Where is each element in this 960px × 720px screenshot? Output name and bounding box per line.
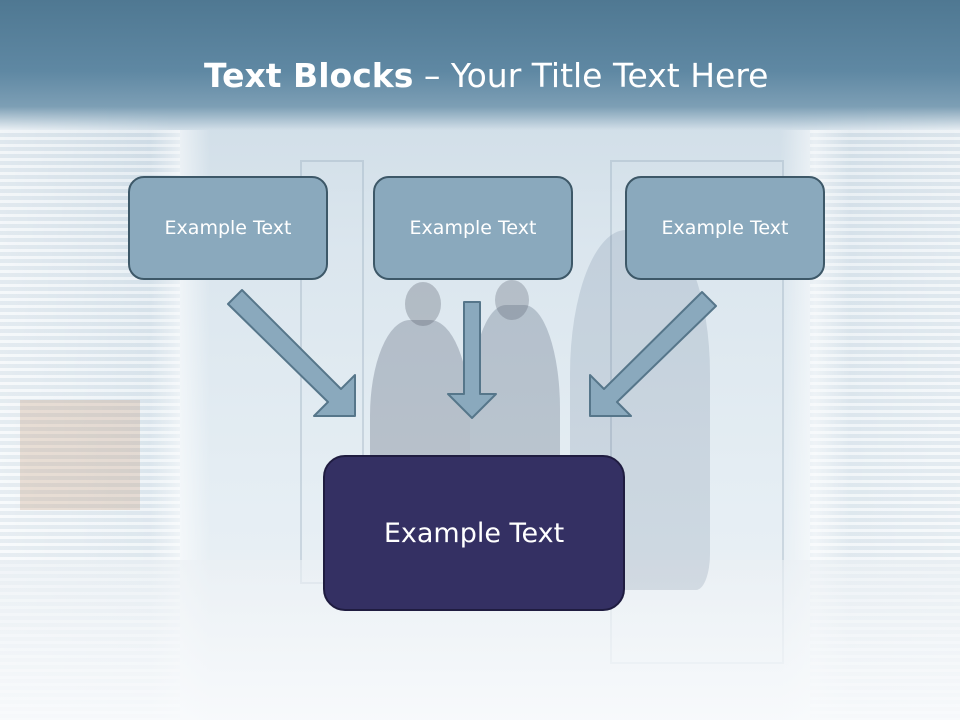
- person-head: [405, 282, 441, 326]
- text-block-3-label: Example Text: [661, 217, 789, 239]
- text-block-1-label: Example Text: [164, 217, 292, 239]
- text-block-3[interactable]: Example Text: [625, 176, 825, 280]
- title-rest: – Your Title Text Here: [413, 56, 769, 95]
- title-bar: [0, 0, 960, 130]
- slide-title: Text Blocks – Your Title Text Here: [204, 52, 768, 100]
- target-text-block-label: Example Text: [383, 517, 565, 549]
- arrow-center: [447, 301, 497, 419]
- arrow-right: [589, 291, 717, 417]
- title-bold: Text Blocks: [204, 56, 414, 95]
- background-panel: [20, 400, 140, 510]
- text-block-2-label: Example Text: [409, 217, 537, 239]
- text-block-1[interactable]: Example Text: [128, 176, 328, 280]
- target-text-block[interactable]: Example Text: [323, 455, 625, 611]
- arrow-left: [227, 289, 356, 417]
- text-block-2[interactable]: Example Text: [373, 176, 573, 280]
- person-head: [495, 280, 529, 320]
